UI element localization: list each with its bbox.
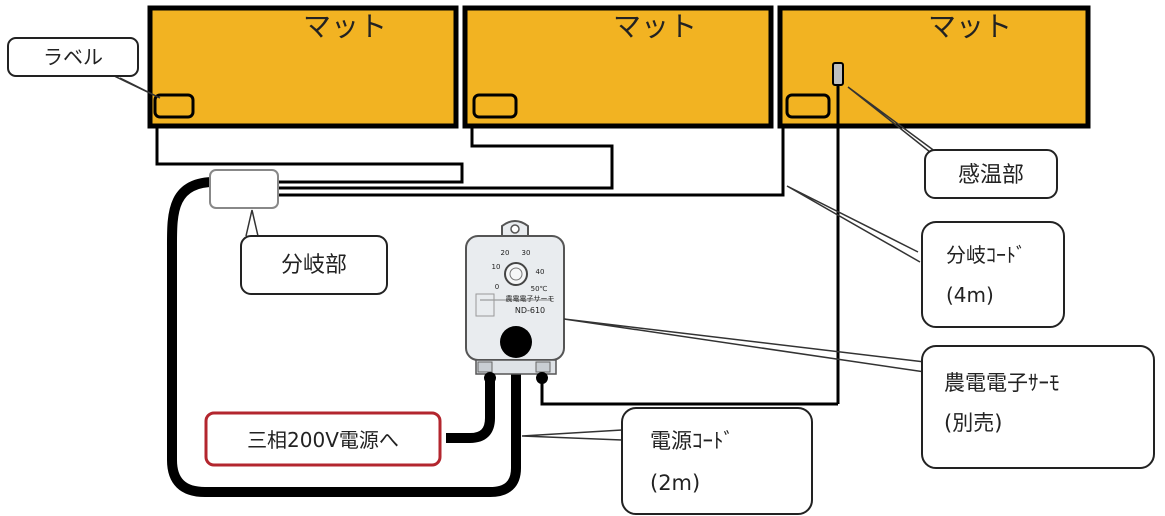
- temperature-sensor: [832, 62, 844, 86]
- callout-power-cord: 電源ｺｰﾄﾞ (2m): [621, 407, 813, 515]
- svg-text:(4m): (4m): [946, 283, 994, 307]
- dial-mark-30: 30: [522, 249, 531, 257]
- device-model: ND-610: [515, 306, 545, 315]
- mat-1-label-tag: [153, 93, 195, 119]
- sensor-connector: [536, 372, 548, 384]
- temperature-dial: [504, 262, 528, 286]
- svg-text:農電電子ｻｰﾓ: 農電電子ｻｰﾓ: [944, 371, 1060, 395]
- mat-2-title: マット: [613, 10, 697, 43]
- branch-cords: [155, 126, 785, 197]
- dial-mark-40: 40: [536, 268, 545, 276]
- dial-mark-20: 20: [501, 249, 510, 257]
- mat-1: マット: [147, 5, 459, 129]
- mat-3-label-tag: [785, 93, 831, 119]
- callout-thermostat: 農電電子ｻｰﾓ (別売): [921, 345, 1155, 469]
- callout-power-source: 三相200V電源へ: [204, 411, 442, 467]
- branch-junction-box: [209, 169, 279, 209]
- svg-text:三相200V電源へ: 三相200V電源へ: [247, 428, 399, 452]
- mat-2: マット: [462, 5, 774, 129]
- mat-2-label-tag: [472, 93, 518, 119]
- dial-mark-0: 0: [495, 283, 499, 291]
- svg-text:分岐部: 分岐部: [281, 253, 347, 278]
- device-spec-panel: [475, 293, 495, 317]
- power-cord-gland: [500, 326, 532, 358]
- mat-3: マット: [777, 5, 1091, 129]
- callout-branch: 分岐部: [240, 235, 388, 295]
- callout-branch-cord: 分岐ｺｰﾄﾞ (4m): [921, 221, 1065, 328]
- svg-text:ラベル: ラベル: [43, 45, 103, 69]
- callout-pointers: [107, 72, 937, 441]
- dial-mark-10: 10: [492, 263, 501, 271]
- callout-label: ラベル: [7, 37, 139, 77]
- svg-text:分岐ｺｰﾄﾞ: 分岐ｺｰﾄﾞ: [946, 243, 1026, 267]
- thermostat-device: 20 30 40 50℃ 10 0 農電電子サーモ ND-610: [465, 220, 565, 384]
- svg-text:感温部: 感温部: [958, 163, 1024, 188]
- mat-1-title: マット: [303, 10, 387, 43]
- hanging-hole: [510, 224, 520, 234]
- power-cords: [166, 176, 521, 497]
- svg-text:(2m): (2m): [650, 471, 700, 495]
- svg-text:電源ｺｰﾄﾞ: 電源ｺｰﾄﾞ: [650, 429, 734, 453]
- svg-text:(別売): (別売): [944, 411, 1002, 435]
- sensor-wire: [540, 62, 844, 406]
- output-connector: [484, 372, 496, 384]
- mat-3-title: マット: [928, 10, 1012, 43]
- callout-sensor: 感温部: [924, 149, 1058, 199]
- device-brand: 農電電子サーモ: [506, 294, 555, 303]
- dial-mark-50: 50℃: [531, 285, 548, 293]
